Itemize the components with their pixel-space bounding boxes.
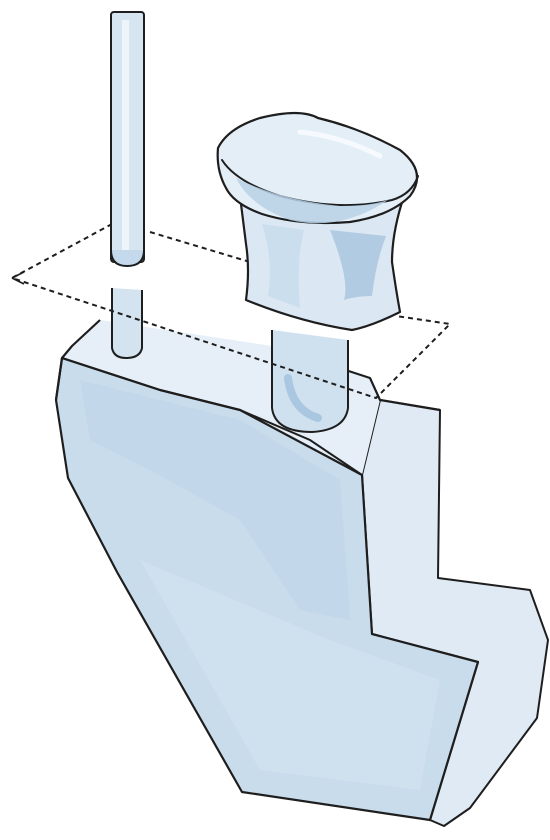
vent-pipe-lower [112,288,142,358]
toilet-outlet-pipe [272,330,348,432]
toilet-icon [218,113,418,330]
vent-pipe-icon [111,12,144,266]
